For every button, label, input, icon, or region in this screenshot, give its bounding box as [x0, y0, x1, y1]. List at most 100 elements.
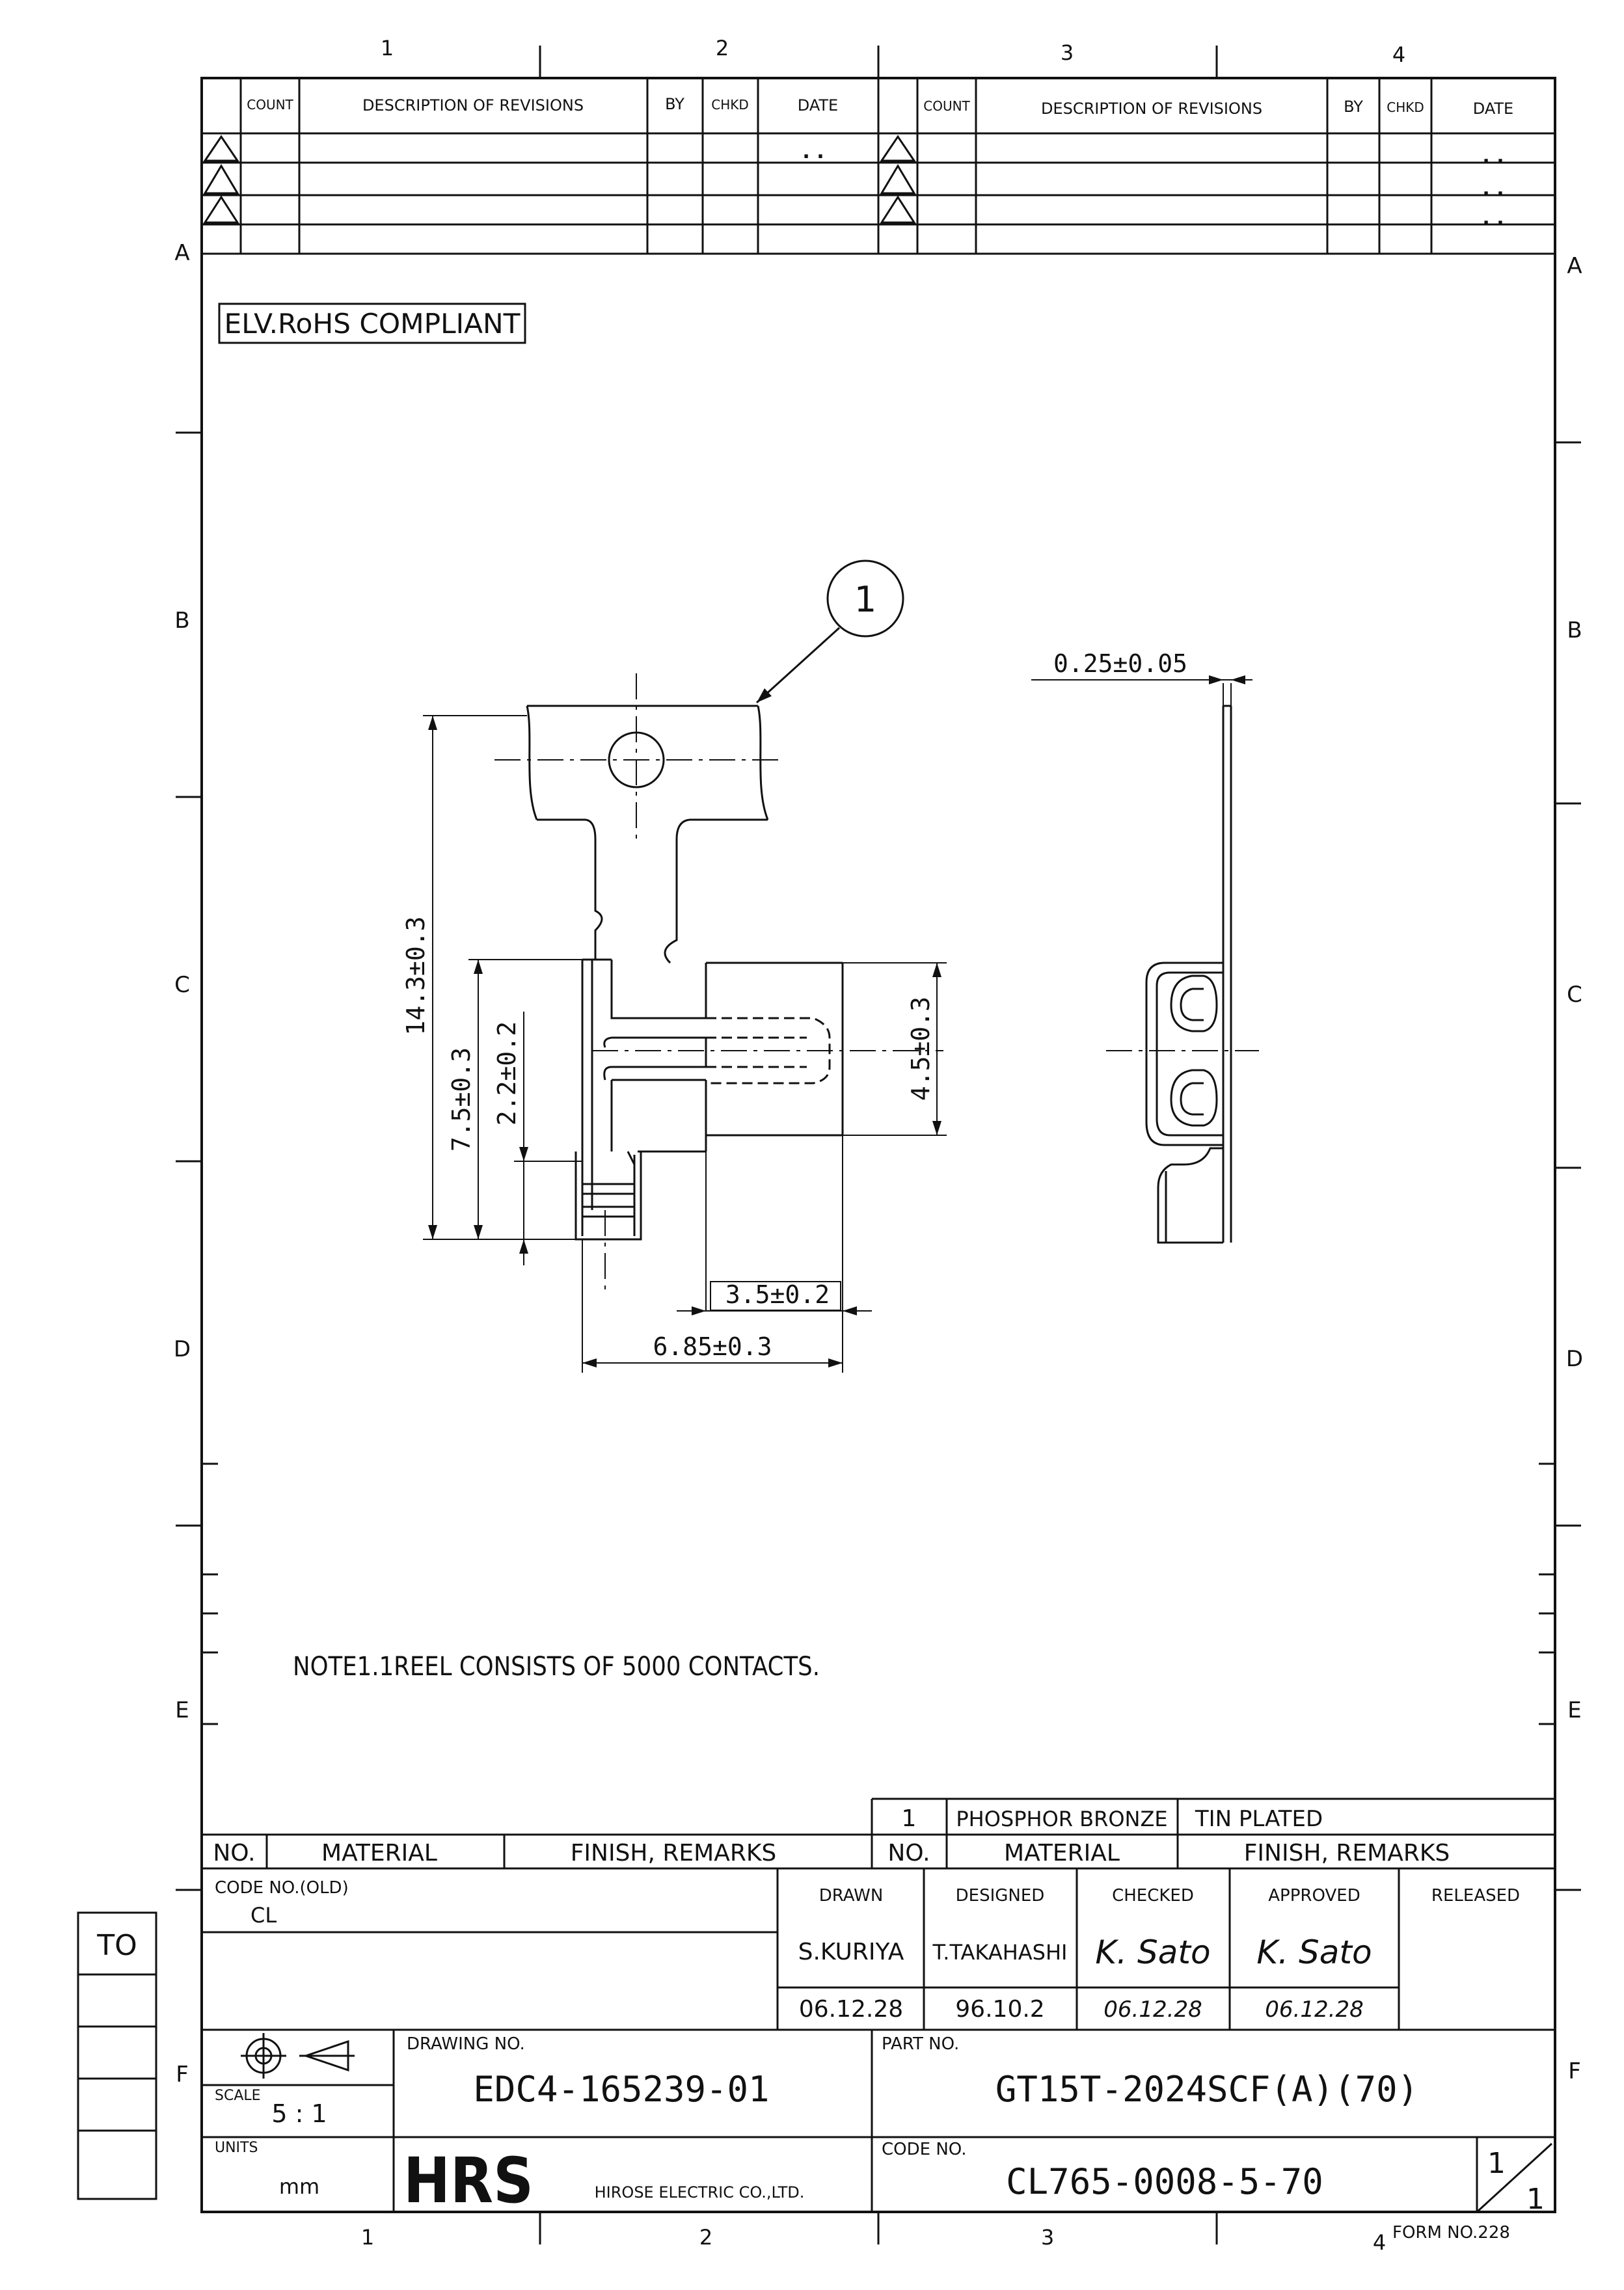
- zone-row-e-left: E: [175, 1697, 189, 1723]
- scale-label: SCALE: [215, 2088, 261, 2104]
- revision-table: COUNT DESCRIPTION OF REVISIONS BY CHKD D…: [202, 78, 1555, 255]
- zone-col-4-bottom: 4: [1373, 2230, 1386, 2255]
- dim-length-b: 2.2±0.2: [493, 1021, 521, 1125]
- rev-date-placeholder-right-2: . .: [1482, 178, 1504, 200]
- drawn-date: 06.12.28: [799, 1996, 903, 2023]
- rev-header-date-left: DATE: [798, 96, 838, 114]
- callout-balloon: [826, 559, 904, 638]
- zone-row-a-right: A: [1567, 253, 1582, 279]
- designed-name: T.TAKAHASHI: [932, 1940, 1068, 1965]
- rev-header-description-right: DESCRIPTION OF REVISIONS: [1041, 100, 1262, 118]
- dimension-arrows: [428, 675, 1245, 1367]
- approved-signature: K. Sato: [1256, 1933, 1372, 1971]
- code-number: CL765-0008-5-70: [1006, 2161, 1323, 2202]
- dim-width-total: 6.85±0.3: [653, 1332, 772, 1361]
- units-value: mm: [279, 2174, 319, 2199]
- zone-col-4-top: 4: [1392, 42, 1405, 67]
- rev-header-count-left: COUNT: [247, 97, 293, 113]
- dim-thickness: 0.25±0.05: [1053, 649, 1187, 678]
- compliance-label: ELV.RoHS COMPLIANT: [224, 308, 521, 340]
- title-block: CODE NO.(OLD) CL DRAWN DESIGNED CHECKED …: [202, 1868, 1555, 2243]
- drawing-no-label: DRAWING NO.: [407, 2034, 525, 2054]
- rev-header-count-right: COUNT: [923, 98, 970, 114]
- rev-date-placeholder-right-1: . .: [1482, 145, 1504, 168]
- materials-table: 1 PHOSPHOR BRONZE TIN PLATED NO. MATERIA…: [202, 1798, 1555, 1870]
- zone-row-c-left: C: [174, 972, 190, 998]
- revision-triangles: [203, 135, 916, 224]
- compliance-label-box: [218, 303, 526, 344]
- rev-header-date-right: DATE: [1473, 100, 1513, 118]
- rev-date-placeholder-right-3: . .: [1482, 207, 1504, 230]
- callout-leader: [755, 626, 841, 704]
- drawn-name: S.KURIYA: [798, 1939, 904, 1965]
- drawing-number: EDC4-165239-01: [473, 2069, 769, 2110]
- zone-col-1-bottom: 1: [361, 2225, 374, 2250]
- checked-date: 06.12.28: [1103, 1997, 1202, 2023]
- sheet-total: 1: [1526, 2183, 1545, 2216]
- zone-row-e-right: E: [1567, 1697, 1581, 1723]
- part-number: GT15T-2024SCF(A)(70): [995, 2069, 1418, 2110]
- designed-label: DESIGNED: [956, 1886, 1045, 1906]
- checked-signature: K. Sato: [1095, 1933, 1210, 1971]
- approved-date: 06.12.28: [1265, 1997, 1363, 2023]
- company-name: HIROSE ELECTRIC CO.,LTD.: [595, 2183, 805, 2202]
- drawn-label: DRAWN: [819, 1886, 884, 1906]
- center-lines: [494, 673, 1259, 1291]
- scale-value: 5 : 1: [271, 2099, 327, 2128]
- dim-width-a: 3.5±0.2: [725, 1280, 830, 1309]
- material-row-material: PHOSPHOR BRONZE: [956, 1807, 1167, 1831]
- material-row-no: 1: [902, 1805, 917, 1832]
- material-header-no-left: NO.: [213, 1840, 255, 1866]
- zone-row-c-right: C: [1567, 982, 1582, 1008]
- code-no-old-label: CODE NO.(OLD): [215, 1878, 349, 1898]
- company-logo: HRS: [403, 2144, 534, 2217]
- zone-row-b-left: B: [174, 608, 189, 634]
- side-distribution-box: TO: [77, 1911, 157, 2200]
- side-zone-marks: [176, 431, 1581, 1891]
- side-box-label: TO: [96, 1929, 137, 1962]
- approved-label: APPROVED: [1268, 1886, 1360, 1906]
- rev-header-by-right: BY: [1344, 98, 1363, 116]
- dim-width-a-box: [710, 1281, 841, 1311]
- material-header-finish-right: FINISH, REMARKS: [1244, 1840, 1450, 1866]
- zone-row-f-left: F: [176, 2062, 189, 2088]
- rev-date-placeholder-left: . .: [802, 141, 824, 163]
- dim-length-a: 7.5±0.3: [447, 1047, 476, 1152]
- dim-width-tab: 4.5±0.3: [906, 997, 935, 1101]
- rev-header-chkd-right: CHKD: [1387, 100, 1424, 115]
- zone-row-b-right: B: [1567, 617, 1582, 643]
- material-row-finish: TIN PLATED: [1195, 1806, 1323, 1832]
- material-header-finish-left: FINISH, REMARKS: [571, 1840, 777, 1866]
- third-angle-projection-icon: [241, 2033, 355, 2079]
- form-no: FORM NO.228: [1392, 2223, 1510, 2243]
- zone-row-f-right: F: [1568, 2058, 1581, 2084]
- released-label: RELEASED: [1431, 1886, 1520, 1906]
- units-label: UNITS: [215, 2140, 258, 2156]
- contact-hidden-lines: [706, 1017, 831, 1084]
- zone-col-3-bottom: 3: [1041, 2225, 1054, 2250]
- zone-row-d-left: D: [174, 1336, 191, 1362]
- callout-number: 1: [854, 579, 876, 620]
- designed-date: 96.10.2: [955, 1996, 1044, 2023]
- zone-col-2-bottom: 2: [699, 2225, 712, 2250]
- top-zone-marks: [539, 46, 1218, 2244]
- zone-col-1-top: 1: [381, 36, 394, 61]
- material-header-no-right: NO.: [887, 1840, 930, 1866]
- code-no-label: CODE NO.: [882, 2140, 966, 2159]
- checked-label: CHECKED: [1112, 1886, 1194, 1906]
- rev-header-by-left: BY: [665, 95, 684, 113]
- zone-col-2-top: 2: [716, 36, 729, 61]
- dim-overall-length: 14.3±0.3: [401, 916, 430, 1035]
- contact-side-view: [1145, 705, 1232, 1244]
- sheet-number: 1: [1487, 2147, 1506, 2180]
- zone-col-3-top: 3: [1061, 40, 1074, 65]
- dimension-lines: [423, 679, 1252, 1373]
- material-header-material-left: MATERIAL: [321, 1840, 437, 1866]
- drawing-note: NOTE1.1REEL CONSISTS OF 5000 CONTACTS.: [293, 1652, 820, 1682]
- rev-header-description-left: DESCRIPTION OF REVISIONS: [362, 96, 584, 114]
- code-no-old-value: CL: [250, 1903, 277, 1928]
- part-no-label: PART NO.: [882, 2034, 959, 2054]
- zone-row-d-right: D: [1566, 1346, 1583, 1372]
- contact-front-view: [526, 705, 844, 1241]
